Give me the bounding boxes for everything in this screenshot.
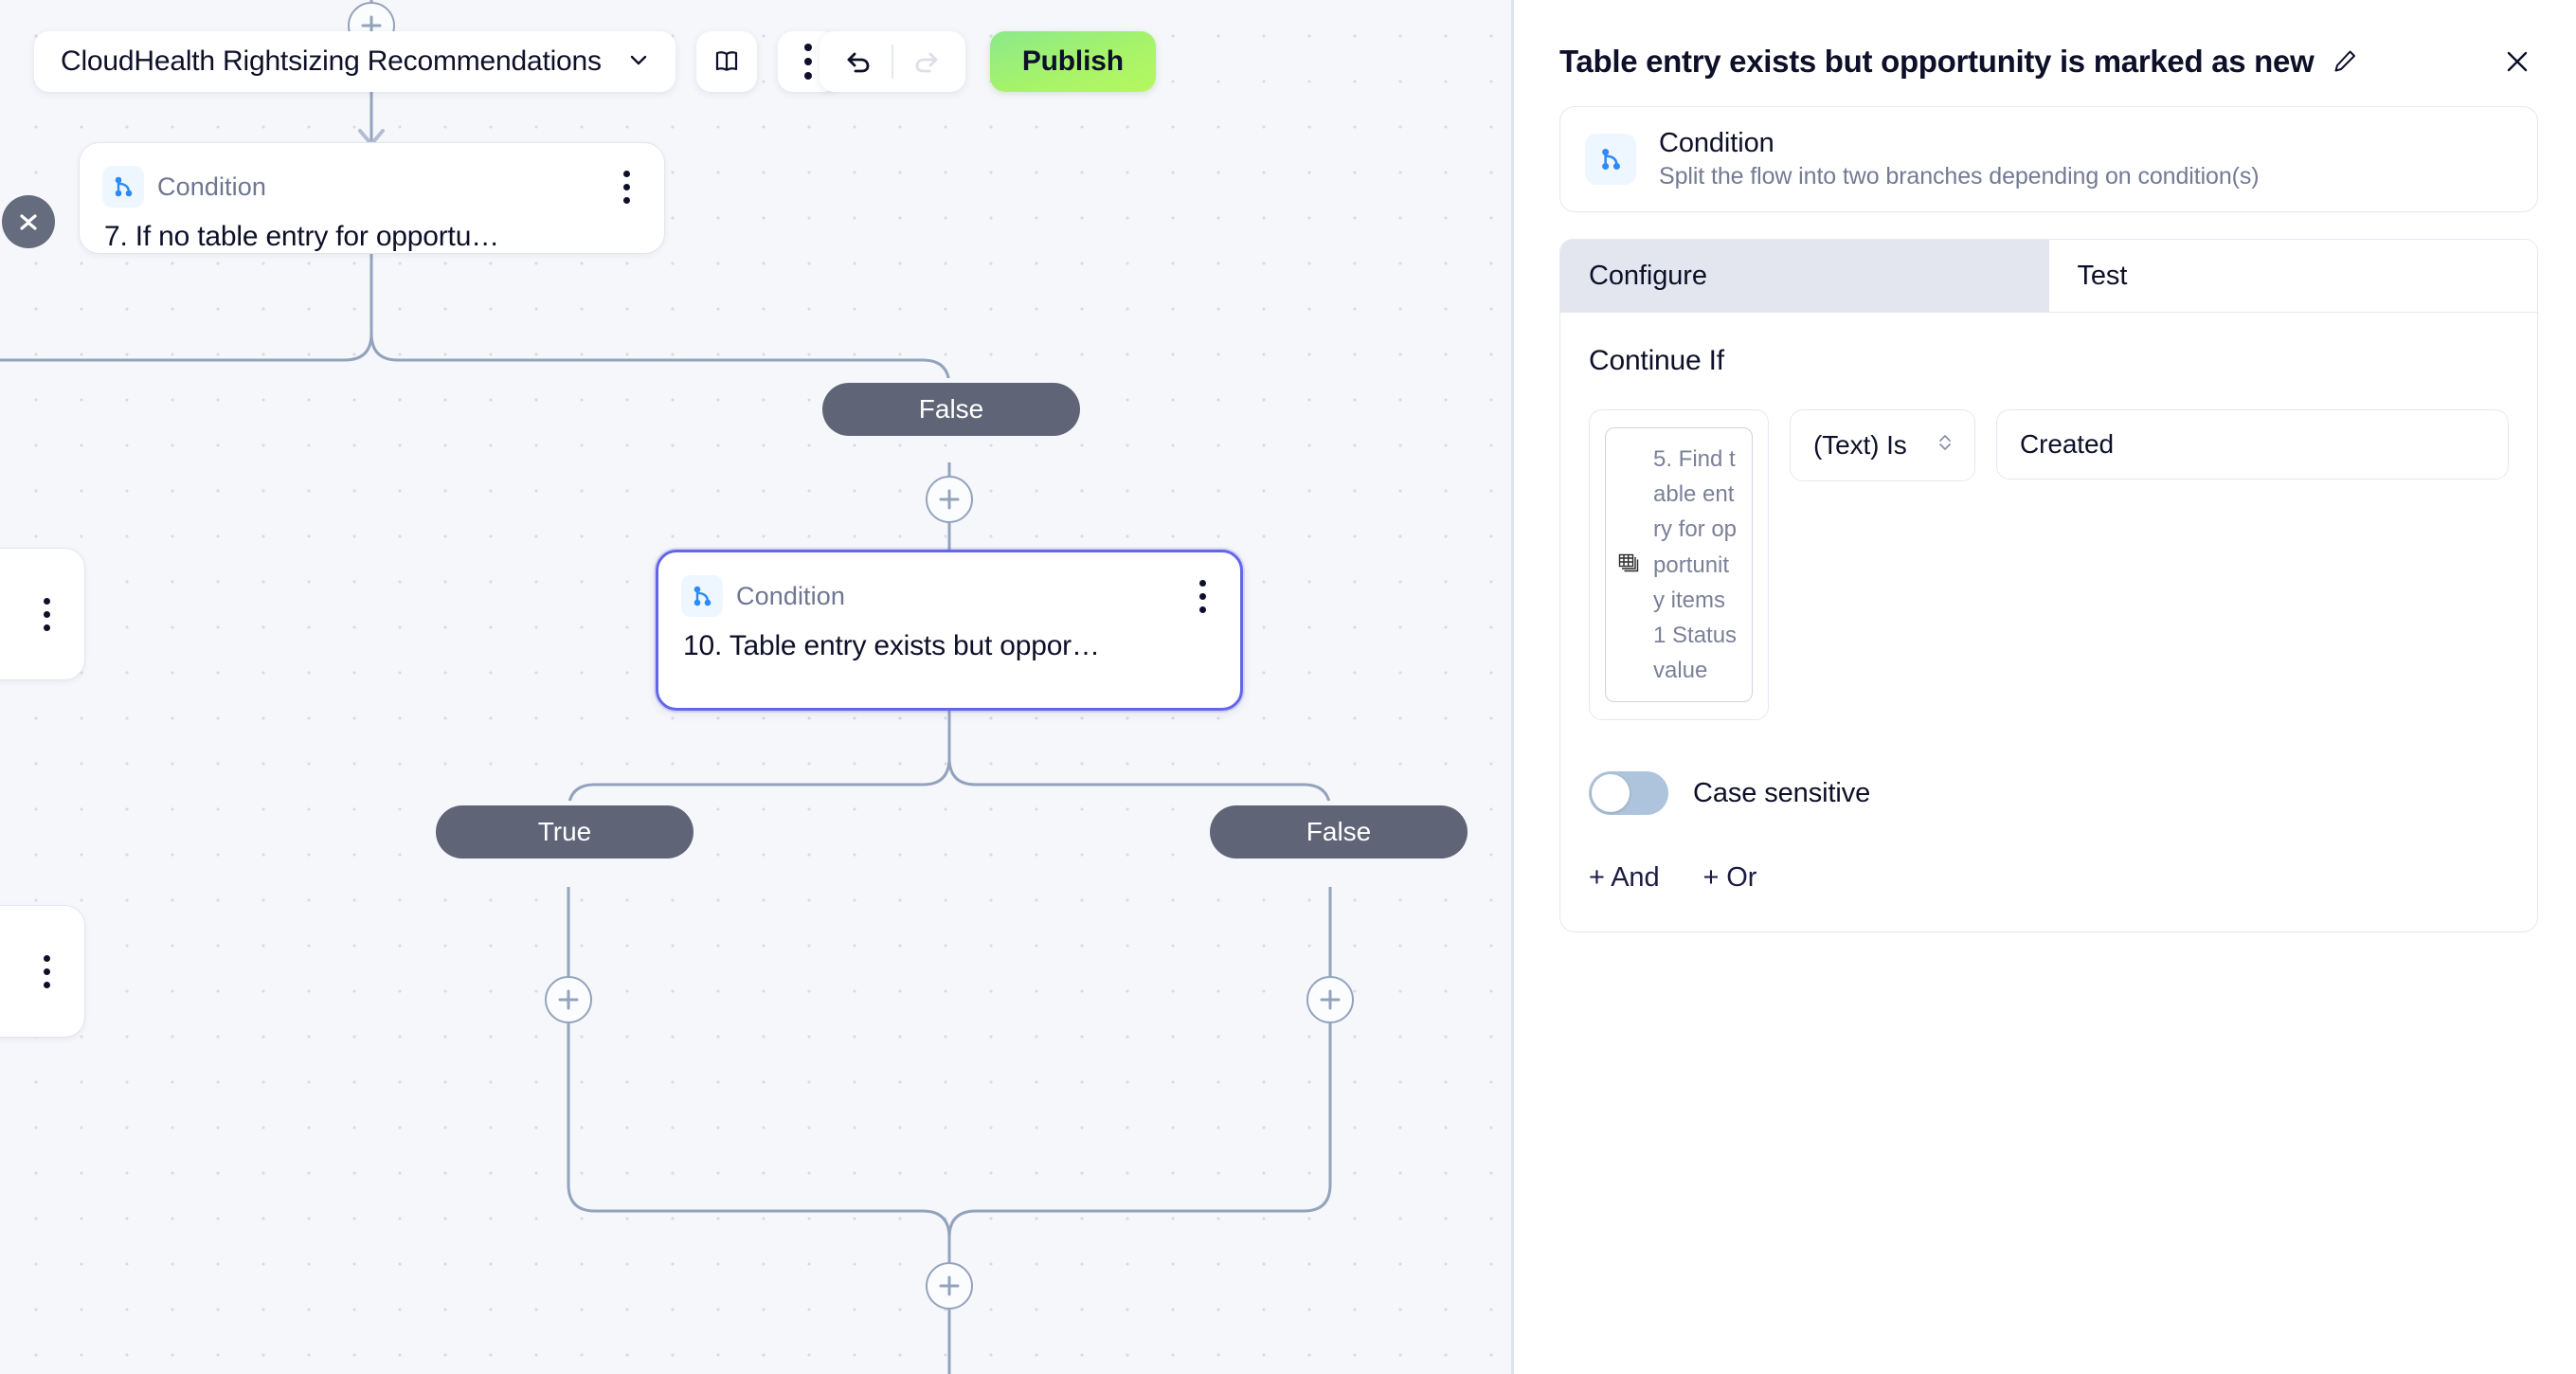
flow-node-condition-10[interactable]: Condition 10. Table entry exists but opp… (656, 550, 1243, 711)
kebab-dot (1198, 592, 1206, 600)
condition-branch-icon (102, 166, 144, 208)
add-step-button-true-branch[interactable] (545, 976, 592, 1023)
condition-branch-icon (1585, 134, 1636, 185)
condition-row: 5. Find table entry for opportunity item… (1589, 409, 2509, 721)
toggle-knob (1592, 774, 1630, 813)
flow-node-condition-7[interactable]: Condition 7. If no table entry for oppor… (79, 142, 665, 254)
node-header: Condition (80, 143, 664, 208)
table-stack-icon (1617, 552, 1642, 577)
kebab-menu-icon (803, 44, 812, 80)
step-type-text: Condition Split the flow into two branch… (1659, 128, 2260, 190)
edge-label-true[interactable]: True (436, 805, 694, 859)
pencil-icon (2334, 50, 2356, 72)
add-step-button-merge[interactable] (926, 1262, 973, 1310)
kebab-dot (622, 170, 630, 177)
panel-tabs: Configure Test (1559, 239, 2538, 313)
kebab-dot (1198, 579, 1206, 587)
add-step-button-false-branch[interactable] (1306, 976, 1354, 1023)
panel-header: Table entry exists but opportunity is ma… (1559, 38, 2538, 85)
node-menu-button[interactable] (613, 166, 639, 208)
node-menu-button[interactable] (33, 593, 60, 635)
kebab-dot (43, 967, 50, 975)
kebab-dot (43, 954, 50, 962)
case-sensitive-label: Case sensitive (1693, 777, 1871, 808)
kebab-dot (622, 183, 630, 190)
rename-step-button[interactable] (2331, 47, 2359, 76)
kebab-dot (803, 44, 812, 51)
plus-icon (939, 1275, 960, 1296)
add-or-condition-button[interactable]: + Or (1702, 862, 1757, 894)
step-type-card: Condition Split the flow into two branch… (1559, 106, 2538, 212)
redo-arrow-icon (915, 52, 938, 73)
variable-token-chip[interactable]: 5. Find table entry for opportunity item… (1605, 427, 1753, 703)
collapse-chevrons-icon (20, 214, 37, 230)
peek-node-lower[interactable] (0, 905, 85, 1038)
step-type-name: Condition (1659, 128, 1774, 158)
case-sensitive-row: Case sensitive (1589, 771, 2509, 816)
add-step-button-false-upper[interactable] (926, 476, 973, 523)
kebab-dot (43, 610, 50, 618)
step-details-panel: Table entry exists but opportunity is ma… (1514, 0, 2576, 1374)
step-type-description: Split the flow into two branches dependi… (1659, 163, 2260, 190)
add-condition-row: + And + Or (1589, 862, 2509, 894)
case-sensitive-toggle[interactable] (1589, 771, 1668, 816)
undo-arrow-icon (847, 52, 870, 73)
kebab-dot (622, 196, 630, 204)
kebab-dot (43, 624, 50, 631)
flow-name-label: CloudHealth Rightsizing Recommendations (61, 45, 602, 77)
plus-icon (1320, 989, 1341, 1010)
plus-icon (939, 489, 960, 510)
documentation-button[interactable] (695, 31, 757, 92)
undo-button[interactable] (825, 31, 892, 92)
flow-name-dropdown[interactable]: CloudHealth Rightsizing Recommendations (34, 31, 676, 92)
tab-test[interactable]: Test (2048, 240, 2537, 312)
node-type-label: Condition (736, 581, 845, 610)
node-menu-button[interactable] (1189, 575, 1216, 617)
condition-branch-icon (681, 575, 723, 617)
edge-label-false-upper[interactable]: False (822, 383, 1080, 436)
collapse-panel-button[interactable] (2, 195, 55, 248)
kebab-dot (1198, 606, 1206, 613)
toolbar-divider (891, 45, 893, 79)
publish-button[interactable]: Publish (989, 31, 1156, 92)
configure-section: Continue If (1559, 313, 2538, 933)
node-title: 7. If no table entry for opportu… (104, 221, 499, 252)
condition-left-operand[interactable]: 5. Find table entry for opportunity item… (1589, 409, 1769, 721)
plus-icon (558, 989, 579, 1010)
redo-button[interactable] (893, 31, 960, 92)
flow-canvas[interactable]: Condition 7. If no table entry for oppor… (0, 0, 1514, 1374)
chevron-down-icon (626, 47, 651, 77)
continue-if-label: Continue If (1589, 345, 1724, 376)
toolbar-actions: Publish (819, 31, 1156, 92)
canvas-toolbar: CloudHealth Rightsizing Recommendations (34, 31, 1156, 92)
variable-token-text: 5. Find table entry for opportunity item… (1653, 446, 1738, 684)
condition-operator-select[interactable]: (Text) Is (1790, 409, 1975, 481)
condition-value-input[interactable]: Created (1996, 409, 2509, 479)
peek-node-upper[interactable] (0, 548, 85, 680)
node-header: Condition (658, 552, 1240, 617)
node-type-label: Condition (157, 172, 266, 201)
panel-title: Table entry exists but opportunity is ma… (1559, 44, 2315, 79)
node-menu-button[interactable] (33, 950, 60, 992)
sort-chevrons-icon (1935, 430, 1955, 461)
undo-redo-group (819, 31, 965, 92)
edge-label-false-lower[interactable]: False (1210, 805, 1468, 859)
kebab-dot (43, 597, 50, 605)
condition-operator-value: (Text) Is (1813, 430, 1907, 460)
close-panel-button[interactable] (2496, 41, 2538, 82)
book-icon (715, 51, 737, 71)
kebab-dot (43, 981, 50, 988)
kebab-dot (803, 72, 812, 80)
close-icon (2507, 51, 2528, 72)
node-title: 10. Table entry exists but oppor… (683, 630, 1100, 661)
kebab-dot (803, 58, 812, 65)
tab-configure[interactable]: Configure (1560, 240, 2049, 312)
add-and-condition-button[interactable]: + And (1589, 862, 1660, 894)
